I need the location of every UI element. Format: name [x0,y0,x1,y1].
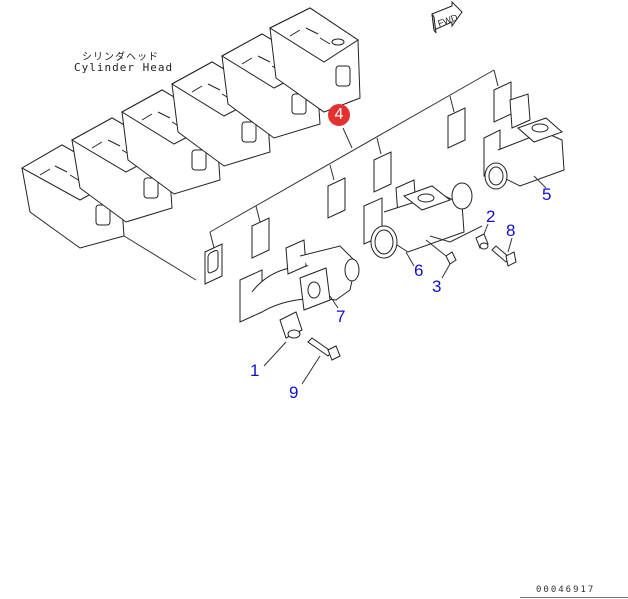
callout-9[interactable]: 9 [289,383,299,402]
leader-3 [442,264,450,278]
exhaust-manifold-rear [484,94,564,189]
gasket [494,82,511,122]
leader-5 [534,176,546,188]
callout-7[interactable]: 7 [336,307,346,326]
gasket [328,178,345,218]
leader-9 [302,356,320,384]
highlighted-part-badge[interactable]: 4 [328,104,350,126]
sleeve-part-1 [280,312,302,338]
leader-7 [330,296,338,308]
callout-2[interactable]: 2 [486,207,496,226]
gasket [205,244,222,284]
document-number-underline [520,597,628,598]
cylinder-head-assembly [22,8,360,248]
leader-2 [484,224,488,234]
spacer-part-2 [476,234,488,249]
callout-3[interactable]: 3 [432,277,442,296]
stud-part-3 [446,252,456,264]
gasket [448,108,465,148]
cylinder-head [270,8,360,112]
document-number: 00046917 [536,585,596,595]
gasket-leader-lines [124,70,498,280]
callout-5[interactable]: 5 [542,185,552,204]
callout-6[interactable]: 6 [414,261,424,280]
gaskets [205,82,511,284]
leader-8 [508,238,512,252]
exhaust-manifold-center [364,180,472,258]
exhaust-manifold-front [240,240,359,322]
bolt-part-8 [492,246,516,266]
leader-1 [264,342,286,366]
callout-1[interactable]: 1 [250,361,260,380]
gasket [252,218,269,258]
leader-6 [406,252,414,266]
callout-8[interactable]: 8 [506,221,516,240]
bolt-part-9 [308,338,340,360]
gasket [374,152,391,192]
cylinder-head-label-english: Cylinder Head [74,61,174,74]
fwd-arrow-icon: FWD [432,2,462,33]
cylinder-head-label-japanese: シリンダヘッド [82,52,159,63]
